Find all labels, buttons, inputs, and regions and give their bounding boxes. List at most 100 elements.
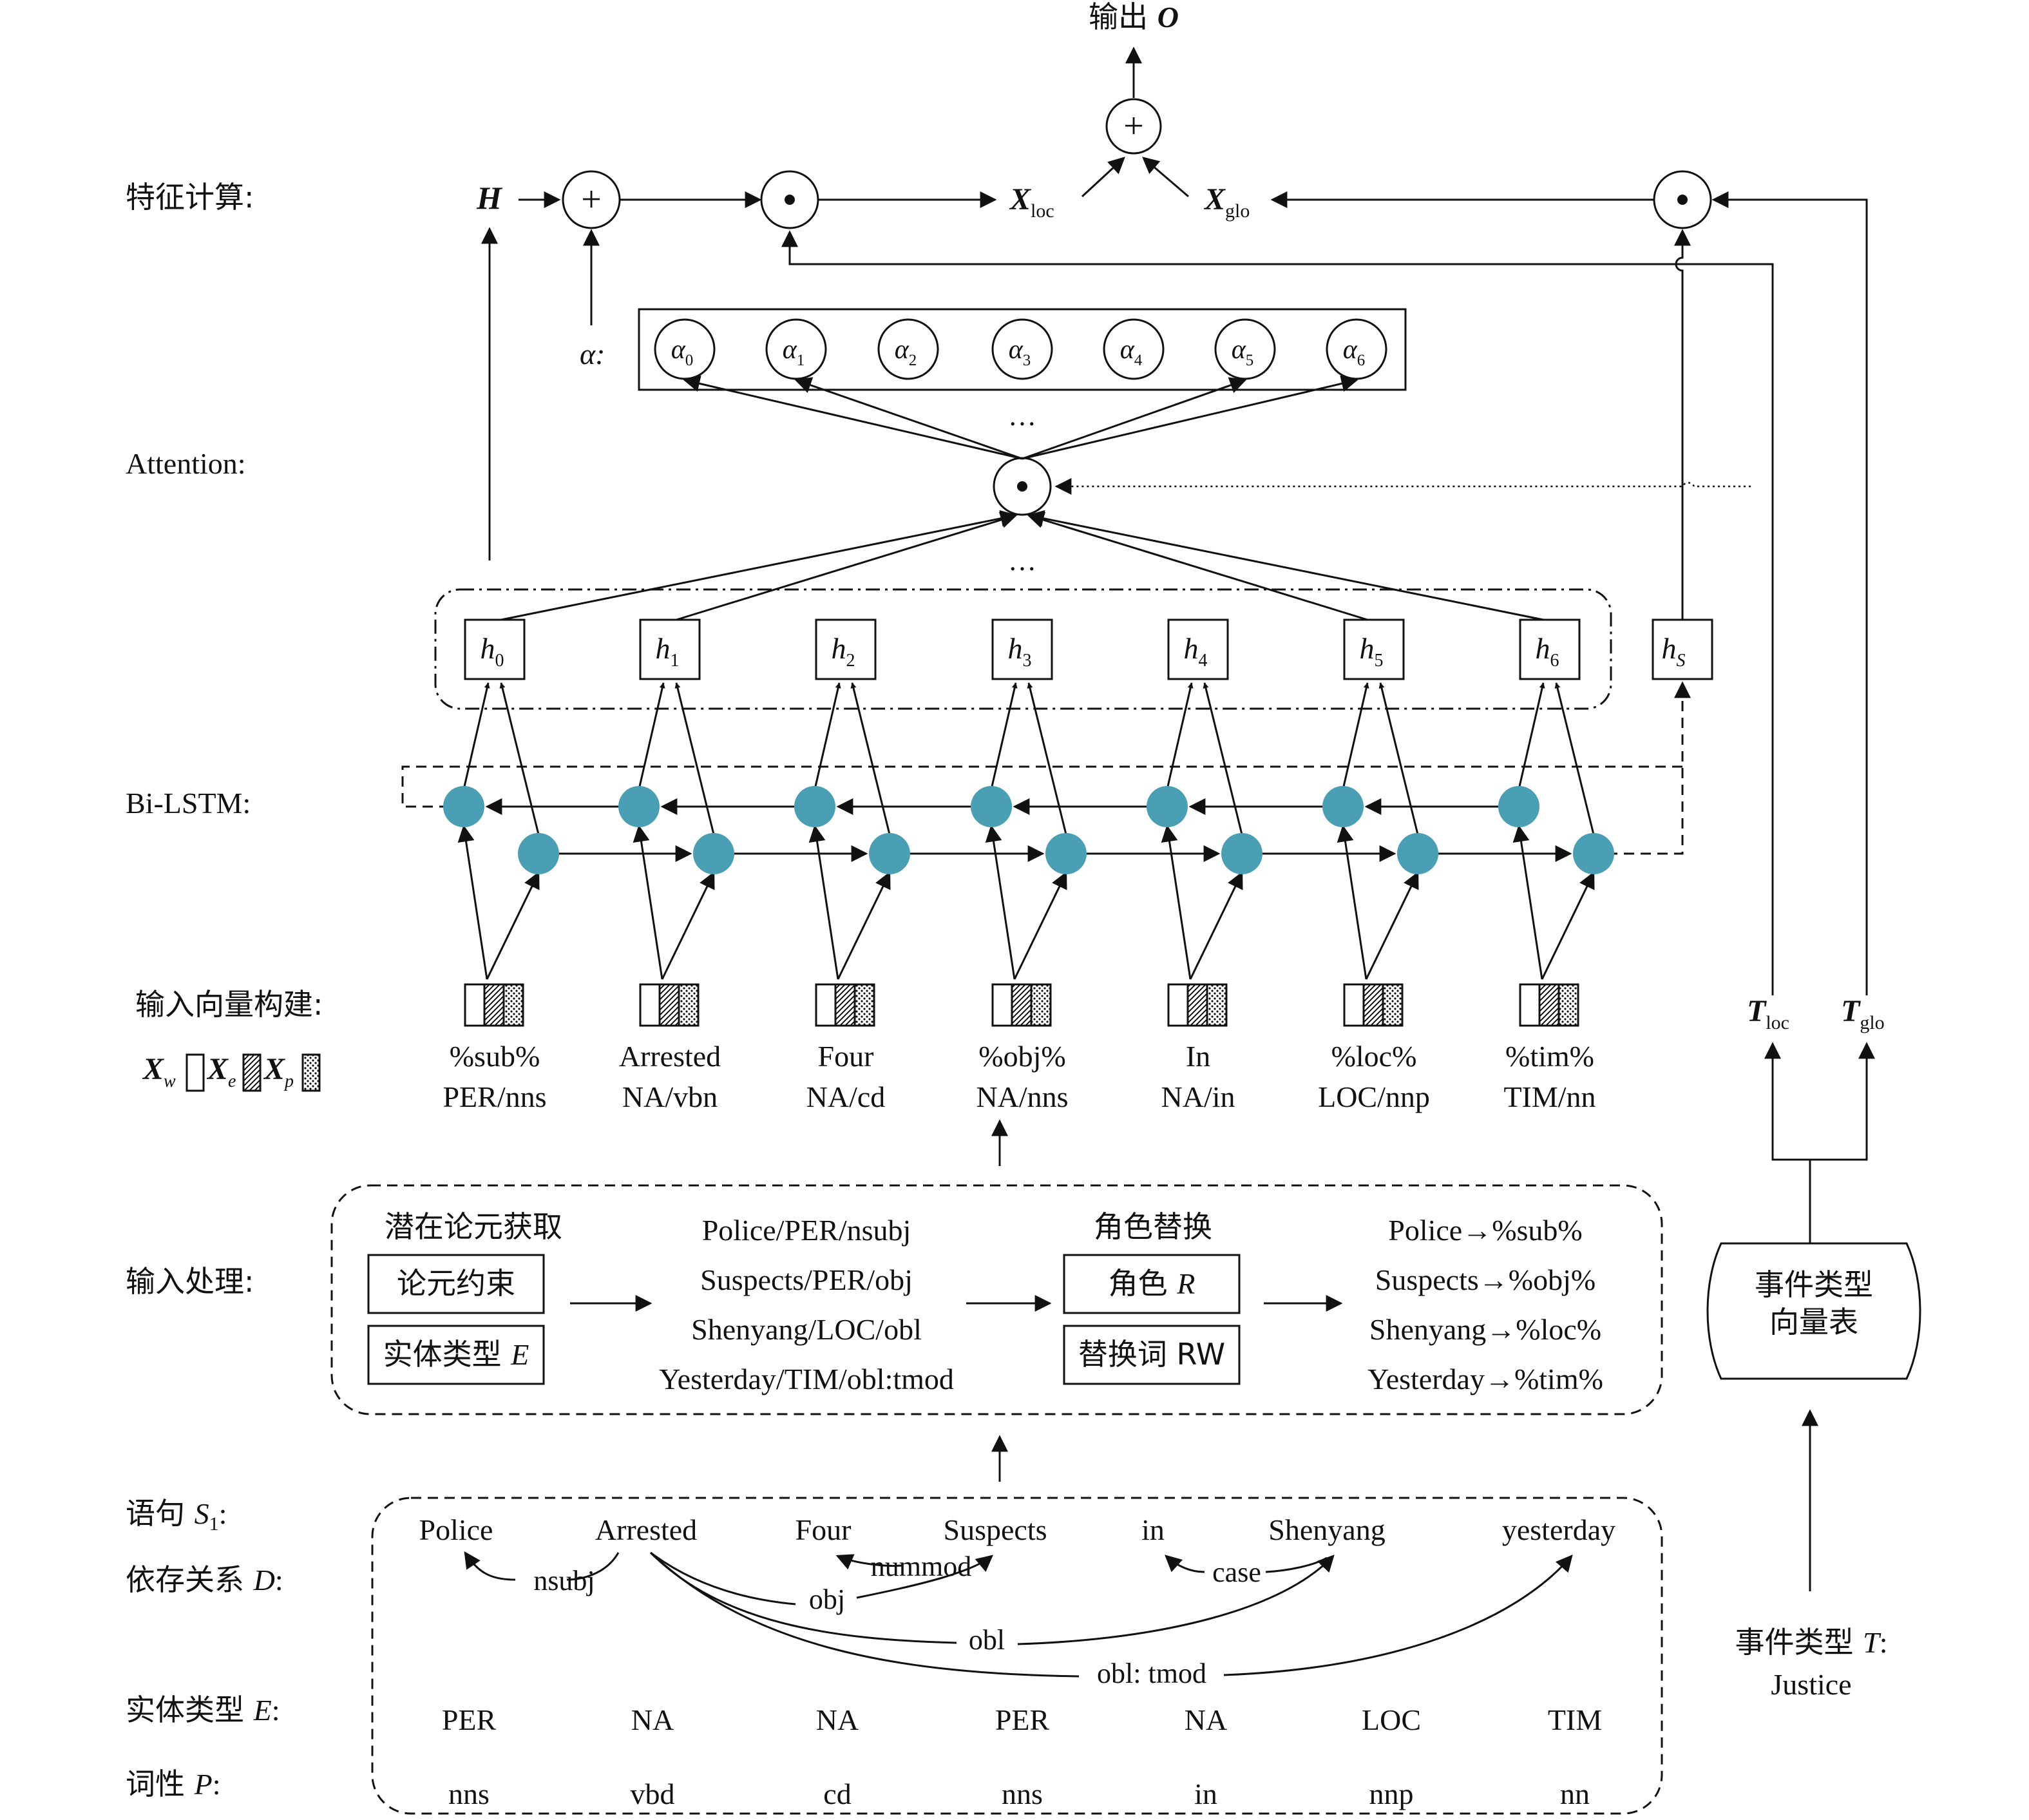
fw-to-hidden-5 [1378, 682, 1419, 835]
fw-lstm-node-5 [1397, 833, 1438, 874]
arc-nsubj-right [566, 1552, 620, 1581]
input-to-bw-0 [457, 825, 488, 980]
alpha-label-0: α0 [671, 335, 694, 369]
input-to-bw-5 [1337, 825, 1367, 980]
stage-label-feature: 特征计算: [126, 180, 254, 215]
event-type-label: 事件类型 T: [1735, 1625, 1888, 1660]
fw-lstm-node-4 [1221, 833, 1262, 874]
xglo-to-sum-arrow [1142, 157, 1189, 198]
vector-entity-part-2 [834, 983, 856, 1027]
alpha-label-3: α3 [1009, 335, 1031, 369]
token-word-0: %sub% [450, 1040, 540, 1073]
hidden-to-attention-arrow-5 [1027, 512, 1368, 621]
vector-entity-part-0 [483, 983, 505, 1027]
fw-lstm-node-1 [693, 833, 734, 874]
pos-tag-3: nns [1002, 1777, 1043, 1810]
entity-tag-1: NA [631, 1703, 674, 1736]
rel-case: case [1212, 1557, 1261, 1588]
role-replacements: Police→%sub%Suspects→%obj%Shenyang→%loc%… [1367, 1214, 1603, 1395]
event-table-line1: 事件类型 [1755, 1267, 1873, 1302]
hidden-box-2 [815, 618, 877, 680]
vector-entity-part-4 [1186, 983, 1208, 1027]
input-to-fw-2 [837, 871, 891, 980]
role-replacement-0: Police→%sub% [1388, 1214, 1583, 1247]
attention-arrow-alpha-5 [1022, 377, 1247, 460]
vector-pos-part-6 [1557, 983, 1579, 1027]
alpha-ellipsis: … [1008, 400, 1036, 432]
replace-word-label: 替换词 RW [1078, 1337, 1225, 1372]
token-word-1: Arrested [619, 1040, 721, 1073]
candidate-argument-3: Yesterday/TIM/obl:tmod [659, 1363, 954, 1395]
input-to-bw-2 [808, 825, 839, 980]
table-to-tglo-arrow [1810, 1042, 1875, 1161]
stage-label-input-vector: 输入向量构建: [135, 987, 323, 1022]
candidate-argument-2: Shenyang/LOC/obl [691, 1313, 922, 1346]
vector-word-part-6 [1519, 983, 1541, 1027]
hs-to-global-product-line [1674, 229, 1691, 625]
stage-label-dependency: 依存关系 D: [126, 1562, 283, 1597]
sentence-word-4: in [1141, 1513, 1165, 1546]
forward-lstm-dashed-path [1607, 681, 1691, 855]
dependency-arcs [464, 1551, 1573, 1678]
arc-nsubj-left [464, 1551, 516, 1581]
sentence-dependency-box [371, 1497, 1663, 1815]
vector-entity-part-5 [1362, 983, 1384, 1027]
bw-to-hidden-0 [462, 682, 490, 790]
argument-constraint-label: 论元约束 [397, 1266, 515, 1301]
pos-tag-2: cd [823, 1777, 851, 1810]
rel-nsubj: nsubj [533, 1565, 595, 1596]
entity-tag-5: LOC [1362, 1703, 1421, 1736]
entity-tag-2: NA [816, 1703, 859, 1736]
input-to-bw-3 [985, 825, 1016, 980]
rel-nummod: nummod [871, 1551, 971, 1582]
input-to-fw-1 [661, 871, 715, 980]
hidden-box-3 [991, 618, 1053, 680]
sentence-word-2: Four [795, 1513, 852, 1546]
vector-word-part-0 [464, 983, 486, 1027]
fw-to-hidden-1 [674, 682, 715, 835]
vector-entity-part-6 [1538, 983, 1560, 1027]
fw-to-hidden-2 [850, 682, 891, 835]
entity-type-box [367, 1325, 545, 1385]
alpha-label-4: α4 [1120, 335, 1143, 369]
hidden-box-6 [1519, 618, 1581, 680]
argument-constraint-box [367, 1254, 545, 1314]
candidate-arguments: Police/PER/nsubjSuspects/PER/objShenyang… [659, 1214, 954, 1395]
input-processing-box [330, 1184, 1663, 1415]
bw-lstm-node-6 [1498, 786, 1539, 827]
hidden-label-5: h5 [1360, 632, 1384, 671]
input-vector-formula: Xw Xe Xp [142, 1052, 321, 1092]
bw-to-hidden-2 [814, 682, 841, 790]
xloc-to-sum-arrow [1081, 157, 1125, 198]
attention-arrow-alpha-0 [683, 375, 1023, 460]
vector-pos-part-5 [1382, 983, 1404, 1027]
attention-arrow-alpha-6 [1022, 375, 1358, 460]
vector-word-part-4 [1167, 983, 1189, 1027]
bw-lstm-node-3 [971, 786, 1012, 827]
hidden-ellipsis: … [1008, 545, 1036, 577]
hidden-to-attention-arrow-6 [1027, 510, 1544, 621]
hidden-label-6: h6 [1536, 632, 1559, 671]
stage-label-attention: Attention: [126, 447, 246, 480]
token-word-2: Four [818, 1040, 874, 1073]
bw-lstm-node-1 [618, 786, 660, 827]
bw-to-hidden-1 [638, 682, 665, 790]
table-to-tloc-arrow [1764, 1042, 1811, 1256]
vector-word-part-1 [639, 983, 661, 1027]
alpha-label-6: α6 [1343, 335, 1366, 369]
role-box [1063, 1254, 1241, 1314]
hs-to-attention-dotted-line [1054, 478, 1751, 495]
output-label: 输出 O [1089, 0, 1179, 34]
fw-to-hidden-3 [1027, 682, 1067, 835]
pos-tag-5: nnp [1369, 1777, 1414, 1810]
arc-obl-right [1017, 1555, 1335, 1645]
candidate-argument-0: Police/PER/nsubj [702, 1214, 911, 1247]
token-tag-6: TIM/nn [1503, 1080, 1596, 1113]
rel-obj: obj [809, 1584, 845, 1615]
vector-pos-part-3 [1030, 983, 1052, 1027]
token-word-3: %obj% [978, 1040, 1065, 1073]
